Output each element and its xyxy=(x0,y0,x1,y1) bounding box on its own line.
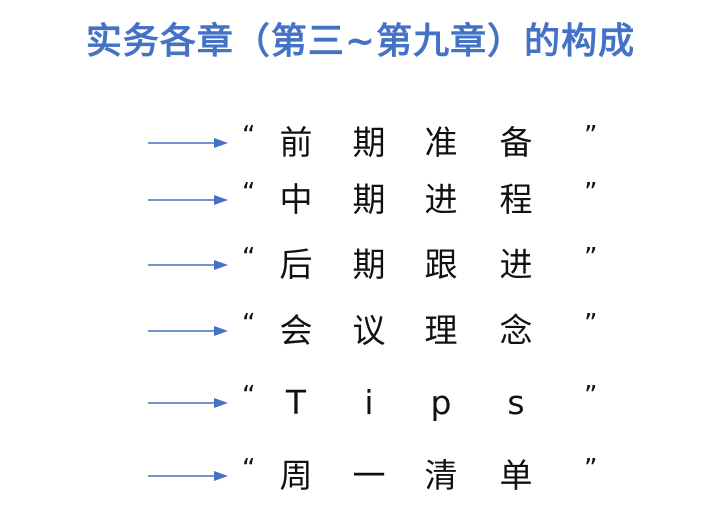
arrow-right-icon xyxy=(148,398,228,408)
item-char: 议 xyxy=(352,311,386,350)
open-quote: “ xyxy=(242,454,256,484)
item-char: 会 xyxy=(279,311,313,350)
arrow-right-icon xyxy=(148,195,228,205)
open-quote: “ xyxy=(242,309,256,339)
item-char: 理 xyxy=(424,311,458,350)
close-quote: ” xyxy=(584,454,598,484)
arrow-right-icon xyxy=(148,326,228,336)
item-char: 清 xyxy=(424,456,458,495)
item-char: 念 xyxy=(499,311,533,350)
arrow-right-icon xyxy=(148,138,228,148)
item-char: 期 xyxy=(352,123,386,162)
item-char: T xyxy=(285,383,307,422)
item-char: 备 xyxy=(499,123,533,162)
chapter-item: “ 会议理 念 ” xyxy=(0,309,721,353)
item-char: 进 xyxy=(424,180,458,219)
close-quote: ” xyxy=(584,121,598,151)
page-title: 实务各章（第三~第九章）的构成 xyxy=(85,21,636,62)
open-quote: “ xyxy=(242,381,256,411)
item-char: 准 xyxy=(424,123,458,162)
open-quote: “ xyxy=(242,121,256,151)
chapter-item: “ 后期跟 进 ” xyxy=(0,243,721,287)
item-char: s xyxy=(507,383,525,422)
close-quote: ” xyxy=(584,309,598,339)
item-char: 周 xyxy=(279,456,313,495)
open-quote: “ xyxy=(242,178,256,208)
item-char: 单 xyxy=(499,456,533,495)
item-char: i xyxy=(364,383,374,422)
close-quote: ” xyxy=(584,178,598,208)
item-char: 一 xyxy=(352,456,386,495)
open-quote: “ xyxy=(242,243,256,273)
chapter-item: “ 周一清 单 ” xyxy=(0,454,721,498)
item-char: p xyxy=(430,383,452,422)
arrow-right-icon xyxy=(148,260,228,270)
item-char: 后 xyxy=(279,245,313,284)
item-char: 期 xyxy=(352,245,386,284)
item-char: 进 xyxy=(499,245,533,284)
item-char: 前 xyxy=(279,123,313,162)
item-char: 跟 xyxy=(424,245,458,284)
chapter-item: “ 前期准 备 ” xyxy=(0,121,721,165)
close-quote: ” xyxy=(584,243,598,273)
chapter-item: “ 中期进 程 ” xyxy=(0,178,721,222)
arrow-right-icon xyxy=(148,471,228,481)
item-char: 程 xyxy=(499,180,533,219)
close-quote: ” xyxy=(584,381,598,411)
item-char: 中 xyxy=(279,180,313,219)
item-char: 期 xyxy=(352,180,386,219)
